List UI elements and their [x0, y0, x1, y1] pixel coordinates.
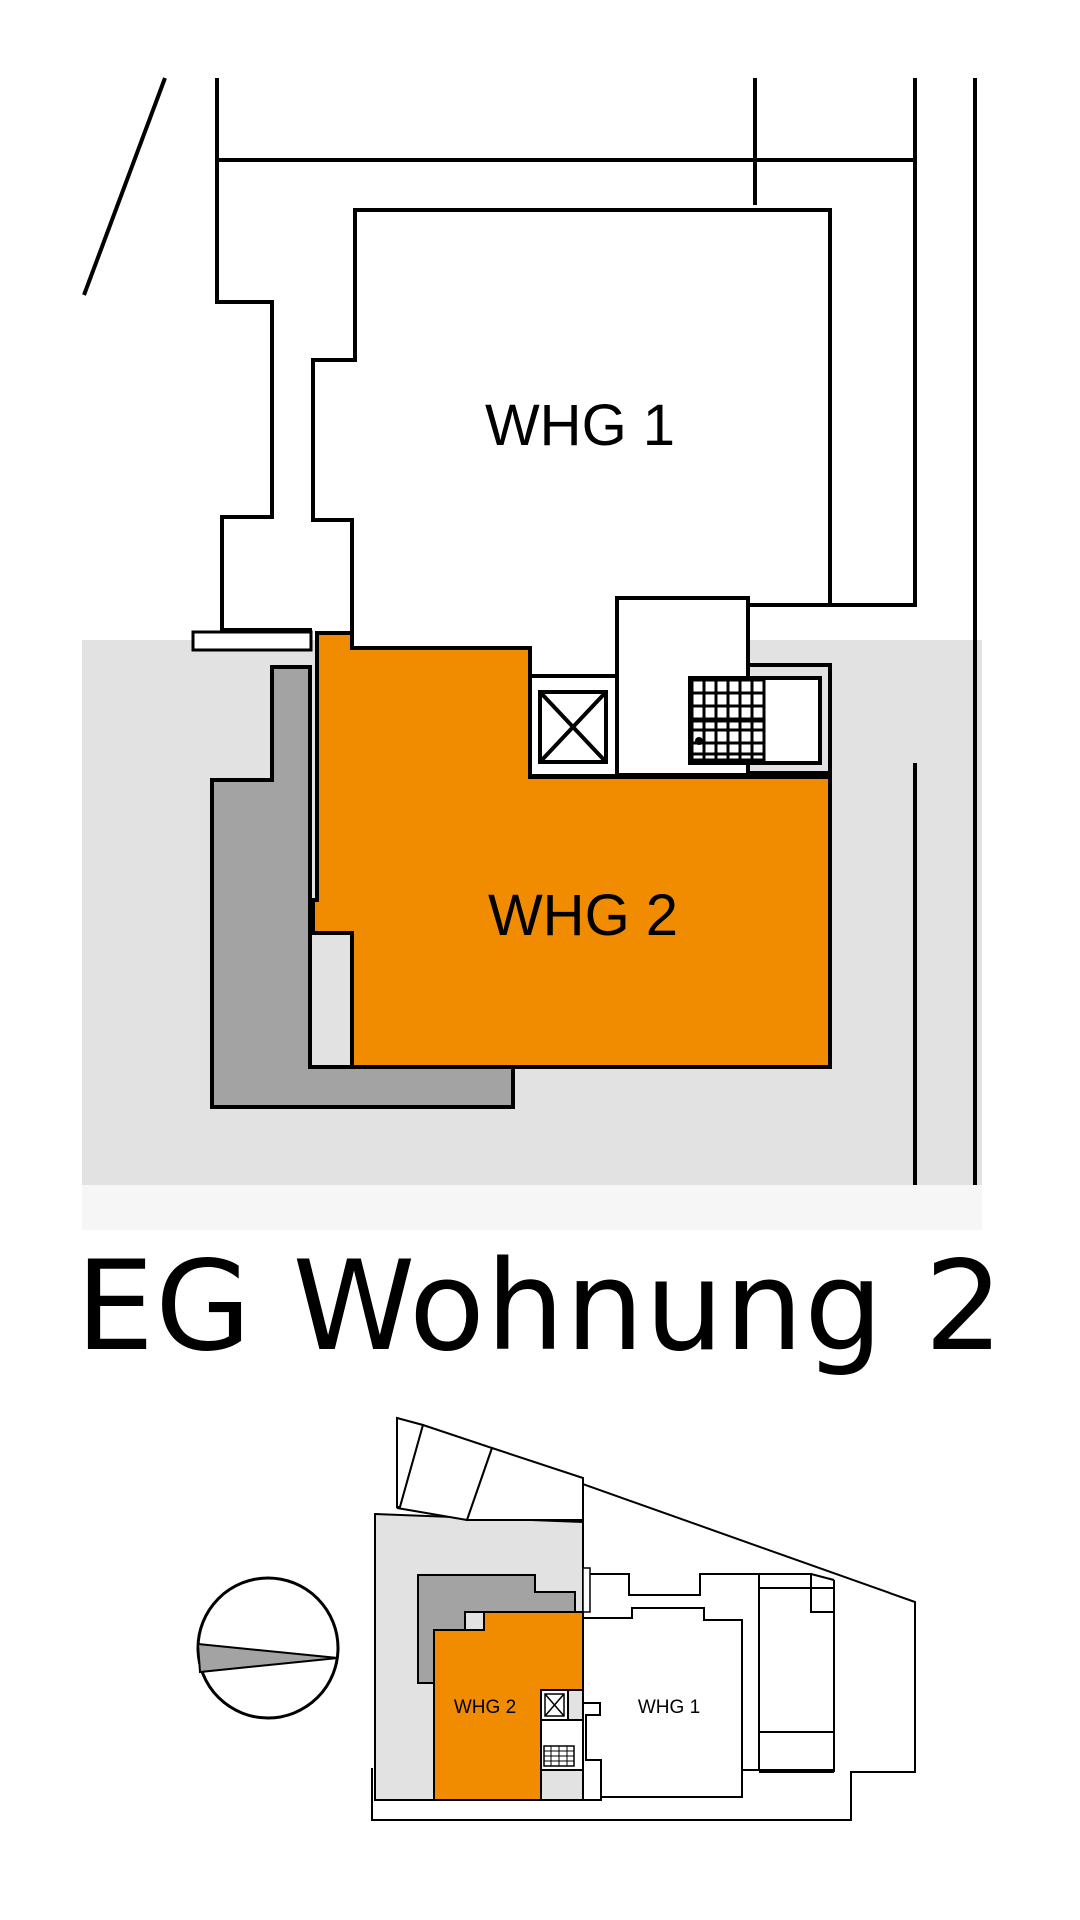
diagonal-boundary-line: [82, 77, 167, 296]
site-overview-plan: WHG 1 WHG 2: [196, 1416, 916, 1821]
site-wall-divider: [582, 1567, 591, 1613]
page-title: EG Wohnung 2: [75, 1235, 1005, 1379]
site-boundary: [371, 1417, 916, 1821]
site-whg2-label: WHG 2: [454, 1697, 516, 1718]
stairs-icon: [615, 596, 832, 777]
site-elevator-icon: [540, 1689, 569, 1721]
left-corridor-wall: [215, 160, 312, 632]
site-whg2-area: [433, 1611, 584, 1801]
whg1-unit: WHG 1: [311, 208, 832, 777]
site-whg1-area: [582, 1607, 743, 1798]
site-whg2-unit: WHG 2: [433, 1611, 584, 1801]
upper-boundary: [215, 78, 757, 162]
right-wall-upper: [830, 78, 917, 607]
floor-plan-detail: WHG 1 WHG 2: [82, 77, 982, 1230]
whg2-unit: WHG 2: [311, 631, 832, 1069]
balcony-slab: [191, 630, 313, 652]
whg1-label: WHG 1: [485, 393, 675, 458]
compass-icon: [196, 1576, 340, 1720]
garden-fade: [82, 1185, 982, 1230]
site-whg1-label: WHG 1: [638, 1697, 700, 1718]
site-whg1-unit: WHG 1: [582, 1607, 743, 1798]
site-stairs-icon: [540, 1719, 584, 1771]
whg2-area: [311, 631, 832, 1069]
whg2-label: WHG 2: [488, 883, 678, 948]
elevator-icon: [528, 674, 619, 778]
building-outline: [82, 77, 977, 1185]
northern-plots: [396, 1416, 584, 1522]
